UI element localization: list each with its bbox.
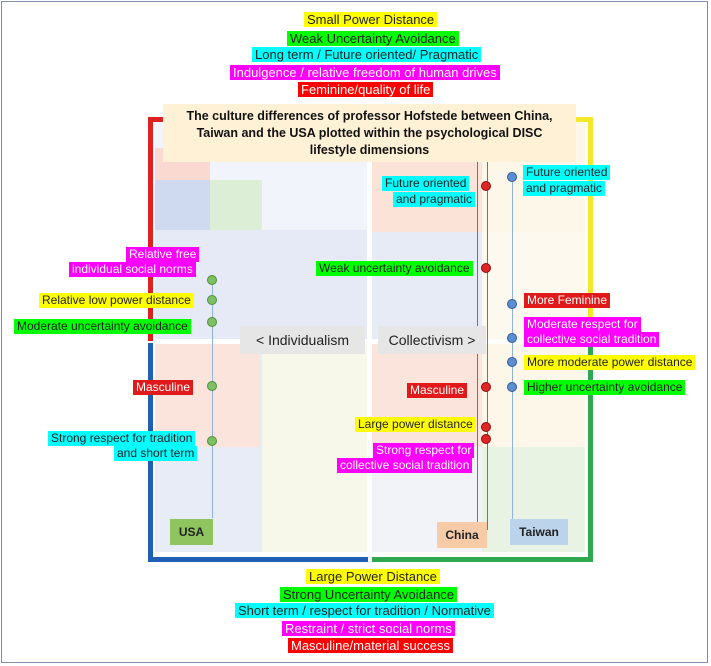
taiwan-label-feminine: More Feminine (524, 293, 611, 308)
bottom-label-masculine: Masculine/material success (288, 638, 453, 653)
usa-label-free1: Relative free (126, 247, 200, 262)
china-label-tradition2: collective social tradition (337, 458, 473, 473)
usa-line (212, 278, 213, 518)
tag-usa: USA (170, 519, 213, 545)
frame-red-left (148, 117, 153, 341)
usa-point-power (207, 295, 217, 305)
china-label-tradition1: Strong respect for (373, 443, 475, 458)
frame-green-bottom (372, 557, 593, 562)
taiwan-label-future2: and pragmatic (523, 181, 606, 196)
china-point-power (481, 422, 491, 432)
usa-label-power: Relative low power distance (39, 293, 194, 308)
usa-point-masculine (207, 381, 217, 391)
taiwan-point-uncertainty (507, 382, 517, 392)
usa-label-tradition2: and short term (114, 446, 198, 461)
frame-yellow-right (588, 117, 593, 341)
usa-label-uncertainty: Moderate uncertainty avoidance (14, 319, 191, 334)
usa-label-free2: individual social norms (69, 262, 196, 277)
china-label-future1: Future oriented (382, 176, 470, 191)
taiwan-point-feminine (507, 299, 517, 309)
usa-label-tradition1: Strong respect for tradition (48, 431, 196, 446)
taiwan-point-power (507, 357, 517, 367)
frame-blue-bottom (148, 557, 368, 562)
taiwan-label-respect2: collective social tradition (524, 332, 660, 347)
china-point-uncertainty (481, 263, 491, 273)
china-label-future2: and pragmatic (393, 192, 476, 207)
zone-top-left-green (210, 180, 262, 230)
china-label-power: Large power distance (355, 417, 476, 432)
axis-collectivism: Collectivism > (378, 326, 486, 354)
china-line-right (487, 110, 488, 530)
china-label-uncertainty: Weak uncertainty avoidance (316, 261, 473, 276)
usa-point-uncertainty (207, 317, 217, 327)
taiwan-label-future1: Future oriented (523, 165, 611, 180)
usa-label-masculine: Masculine (133, 380, 194, 395)
usa-point-free (207, 275, 217, 285)
tag-china: China (437, 522, 487, 548)
taiwan-label-uncertainty: Higher uncertainty avoidance (524, 380, 686, 395)
usa-point-tradition (207, 436, 217, 446)
zone-bottom-left-yellow (262, 342, 370, 552)
zone-mid-right-blue (370, 232, 482, 342)
frame-green-right (588, 343, 593, 562)
top-label-longterm: Long term / Future oriented/ Pragmatic (252, 47, 482, 62)
taiwan-line (512, 176, 513, 522)
bottom-label-restraint: Restraint / strict social norms (282, 621, 455, 636)
taiwan-label-respect1: Moderate respect for (524, 317, 641, 332)
china-line-left (477, 110, 478, 522)
axis-individualism: < Individualism (240, 326, 365, 354)
top-label-uncertainty: Weak Uncertainty Avoidance (287, 31, 459, 46)
diagram-title: The culture differences of professor Hof… (163, 104, 576, 162)
vertical-divider (367, 118, 372, 562)
top-label-power: Small Power Distance (304, 12, 438, 27)
taiwan-point-future (507, 172, 517, 182)
china-label-masculine: Masculine (407, 383, 468, 398)
bottom-label-shortterm: Short term / respect for tradition / Nor… (235, 603, 494, 618)
bottom-label-power: Large Power Distance (306, 569, 440, 584)
china-point-masculine (481, 382, 491, 392)
bottom-label-uncertainty: Strong Uncertainty Avoidance (280, 587, 458, 602)
top-label-feminine: Feminine/quality of life (298, 82, 434, 97)
zone-top-left-blue (155, 180, 210, 230)
tag-taiwan: Taiwan (510, 519, 568, 545)
top-label-indulgence: Indulgence / relative freedom of human d… (230, 65, 500, 80)
china-point-tradition (481, 434, 491, 444)
taiwan-point-respect (507, 333, 517, 343)
taiwan-label-power: More moderate power distance (524, 355, 696, 370)
china-point-future (481, 181, 491, 191)
